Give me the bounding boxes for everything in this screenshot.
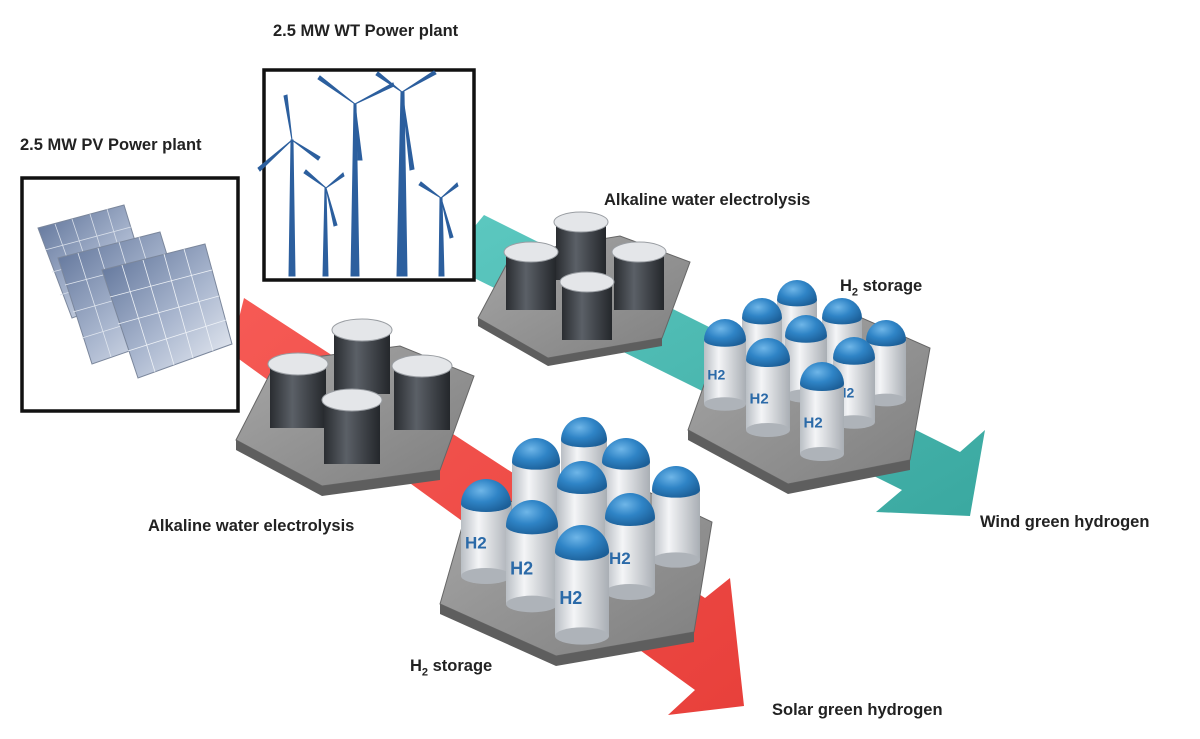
h2-tank: H2 [555,525,609,645]
h2-tank: H2 [506,500,558,613]
wind-storage-label: H2 storage [840,277,923,299]
wind-turbine [418,181,459,277]
h2-tank: H2 [704,319,746,411]
electrolyzer-cell [611,241,667,310]
h2-tank: H2 [605,493,655,600]
electrolyzer-cell [503,241,559,310]
electrolyzer-cell [331,318,393,394]
solar-electrolysis-unit [235,318,475,496]
electrolyzer-cell [321,388,383,464]
pv-plant-image [20,176,240,413]
wind-turbine [257,94,321,277]
solar-electrolysis-label: Alkaline water electrolysis [148,517,355,535]
tank-marking: H2 [609,549,631,568]
electrolyzer-cell [553,211,609,280]
solar-panel-front [101,243,233,379]
tank-marking: H2 [707,367,725,383]
electrolyzer-cell [391,354,453,430]
electrolyzer-cell [559,271,615,340]
wind-electrolysis-unit [477,211,691,366]
tank-marking: H2 [510,558,533,578]
wind-turbine [317,75,395,277]
solar-storage-label: H2 storage [410,657,493,679]
wt-plant-image [257,68,476,282]
wt-plant-label: 2.5 MW WT Power plant [273,22,459,40]
wind-electrolysis-label: Alkaline water electrolysis [604,191,811,209]
h2-tank [652,466,700,568]
wind-output-label: Wind green hydrogen [980,513,1150,531]
h2-tank: H2 [461,479,511,584]
h2-tank: H2 [800,362,844,462]
solar-output-label: Solar green hydrogen [772,701,943,719]
h2-tank: H2 [746,338,790,438]
wind-turbine [375,70,437,277]
tank-marking: H2 [750,390,769,407]
electrolyzer-cell [267,352,329,428]
wind-turbine [303,169,345,277]
tank-marking: H2 [559,588,582,608]
pv-plant-label: 2.5 MW PV Power plant [20,136,202,154]
tank-marking: H2 [804,414,823,431]
tank-marking: H2 [465,534,487,553]
